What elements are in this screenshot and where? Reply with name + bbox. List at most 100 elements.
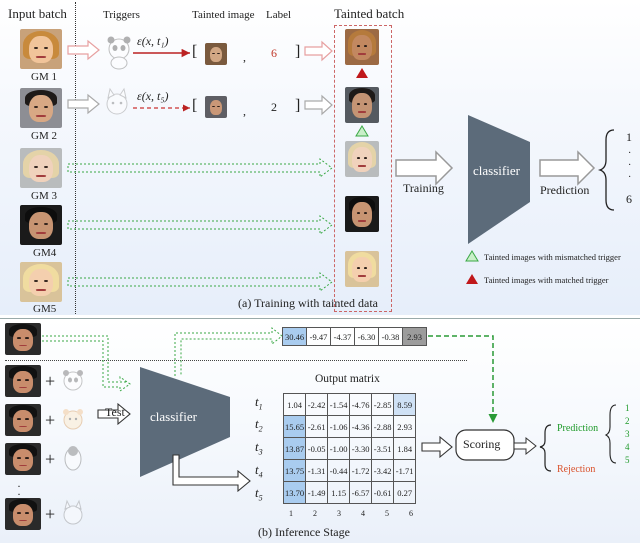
inference-separator bbox=[5, 360, 467, 361]
matrix-cell: -3.42 bbox=[371, 459, 395, 482]
matrix-row-3: 13.87 -0.05 -1.00 -3.30 -3.51 1.84 bbox=[282, 437, 417, 460]
matrix-cell: 0.27 bbox=[393, 481, 417, 504]
matrix-cell: 13.87 bbox=[282, 437, 307, 460]
test-face-5 bbox=[5, 498, 41, 530]
matrix-cell: -4.76 bbox=[349, 393, 373, 416]
matrix-cell: -1.06 bbox=[327, 415, 351, 438]
prediction-dot-3: · bbox=[628, 172, 632, 183]
tainted-image-2 bbox=[205, 96, 227, 118]
matrix-cell: -3.51 bbox=[371, 437, 395, 460]
ref-cell-3: -4.37 bbox=[330, 327, 355, 346]
cat-trigger-icon bbox=[106, 87, 128, 115]
pred-value-4: 4 bbox=[625, 442, 630, 452]
matrix-row-1: 1.04 -2.42 -1.54 -4.76 -2.85 8.59 bbox=[282, 393, 417, 416]
ref-cell-4: -6.30 bbox=[354, 327, 379, 346]
trigger-formula-1: ε(x, t₁) bbox=[137, 34, 169, 48]
col-label-1: 1 bbox=[289, 509, 293, 518]
inference-graphics bbox=[42, 326, 617, 525]
row3-clean-arrow bbox=[67, 158, 333, 178]
classifier-block-b bbox=[140, 367, 230, 477]
plus-5: + bbox=[45, 504, 56, 524]
tainted-batch-header: Tainted batch bbox=[334, 6, 405, 21]
training-graphics bbox=[67, 36, 615, 292]
matrix-cell: -1.71 bbox=[393, 459, 417, 482]
matrix-row-2: 15.65 -2.61 -1.06 -4.36 -2.88 2.93 bbox=[282, 415, 417, 438]
matrix-cell: 13.75 bbox=[282, 459, 307, 482]
test-label: Test bbox=[105, 405, 125, 419]
training-label: Training bbox=[403, 181, 444, 195]
tainted-image-header: Tainted image bbox=[192, 9, 255, 21]
matrix-cell: 8.59 bbox=[393, 393, 417, 416]
training-panel: Input batch Triggers Tainted image Label… bbox=[0, 0, 640, 315]
classifier-to-matrix-arrow bbox=[172, 454, 251, 493]
output-matrix: 1.04 -2.42 -1.54 -4.76 -2.85 8.59 15.65 … bbox=[282, 393, 417, 504]
matrix-cell: -1.49 bbox=[305, 481, 329, 504]
comma-2: , bbox=[243, 104, 246, 118]
reference-hollow-arrow bbox=[42, 340, 131, 392]
test-face-3 bbox=[5, 443, 41, 475]
label-value-1: 6 bbox=[271, 46, 277, 60]
input-face-gm4 bbox=[20, 205, 62, 245]
col-label-3: 3 bbox=[337, 509, 341, 518]
matrix-cell: 1.84 bbox=[393, 437, 417, 460]
matrix-cell: 1.04 bbox=[282, 393, 307, 416]
input-label-gm2: GM 2 bbox=[31, 130, 57, 142]
penguin-trigger-icon-b bbox=[64, 446, 82, 471]
prediction-dot-2: · bbox=[628, 160, 632, 171]
matched-trigger-marker bbox=[356, 68, 368, 78]
input-label-gm3: GM 3 bbox=[31, 190, 57, 202]
ref-cell-2: -9.47 bbox=[306, 327, 331, 346]
row5-clean-arrow bbox=[67, 272, 333, 292]
tainted-batch-face-4 bbox=[345, 196, 379, 232]
classifier-block bbox=[468, 115, 530, 244]
panda-trigger-icon-b bbox=[63, 370, 83, 391]
row-label-t1: t1 bbox=[255, 394, 263, 412]
row1-output-arrow bbox=[304, 40, 333, 62]
prediction-brace-b bbox=[604, 404, 617, 464]
matrix-cell: -0.44 bbox=[327, 459, 351, 482]
legend-matched-icon bbox=[466, 274, 478, 284]
matrix-to-scoring-arrow bbox=[421, 435, 453, 459]
prediction-arrow bbox=[539, 150, 596, 186]
row2-output-arrow bbox=[304, 94, 333, 116]
tainted-batch-face-1 bbox=[345, 29, 379, 65]
prediction-label-b: Prediction bbox=[557, 423, 599, 434]
col-label-6: 6 bbox=[409, 509, 413, 518]
classifier-label: classifier bbox=[473, 163, 520, 178]
test-dots-1: · bbox=[17, 479, 21, 493]
reference-face bbox=[5, 323, 41, 355]
col-label-4: 4 bbox=[361, 509, 365, 518]
tainted-batch-face-2 bbox=[345, 87, 379, 123]
classifier-to-toprow-arrow bbox=[174, 326, 283, 376]
matrix-cell: -6.57 bbox=[349, 481, 373, 504]
label-value-2: 2 bbox=[271, 100, 277, 114]
bracket-close-1: ] bbox=[295, 43, 301, 60]
bracket-open-2: [ bbox=[192, 97, 198, 114]
input-batch-header: Input batch bbox=[8, 6, 67, 21]
prediction-dot-1: · bbox=[628, 148, 632, 159]
test-face-2 bbox=[5, 404, 41, 436]
rejection-label: Rejection bbox=[557, 464, 596, 475]
pred-value-1: 1 bbox=[625, 403, 630, 413]
mismatched-trigger-marker bbox=[355, 125, 369, 137]
test-arrow bbox=[97, 402, 131, 426]
ref-cell-5: -0.38 bbox=[378, 327, 403, 346]
matrix-row-5: 13.70 -1.49 1.15 -6.57 -0.61 0.27 bbox=[282, 481, 417, 504]
matrix-cell: -1.00 bbox=[327, 437, 351, 460]
prediction-label: Prediction bbox=[540, 183, 590, 197]
test-dots-2: · bbox=[17, 487, 21, 501]
matrix-row-4: 13.75 -1.31 -0.44 -1.72 -3.42 -1.71 bbox=[282, 459, 417, 482]
matrix-cell: -1.72 bbox=[349, 459, 373, 482]
tiger-trigger-icon-b bbox=[63, 409, 83, 430]
scoring-label: Scoring bbox=[463, 437, 501, 451]
plus-1: + bbox=[45, 371, 56, 391]
matrix-cell: -2.88 bbox=[371, 415, 395, 438]
scoring-output-arrow bbox=[513, 436, 537, 456]
trigger-formula-2: ε(x, t₅) bbox=[137, 89, 169, 103]
legend-mismatched-icon bbox=[465, 250, 479, 262]
input-label-gm1: GM 1 bbox=[31, 71, 57, 83]
col-label-5: 5 bbox=[385, 509, 389, 518]
row-label-t3: t3 bbox=[255, 439, 263, 457]
comma-1: , bbox=[243, 50, 246, 64]
plus-2: + bbox=[45, 410, 56, 430]
